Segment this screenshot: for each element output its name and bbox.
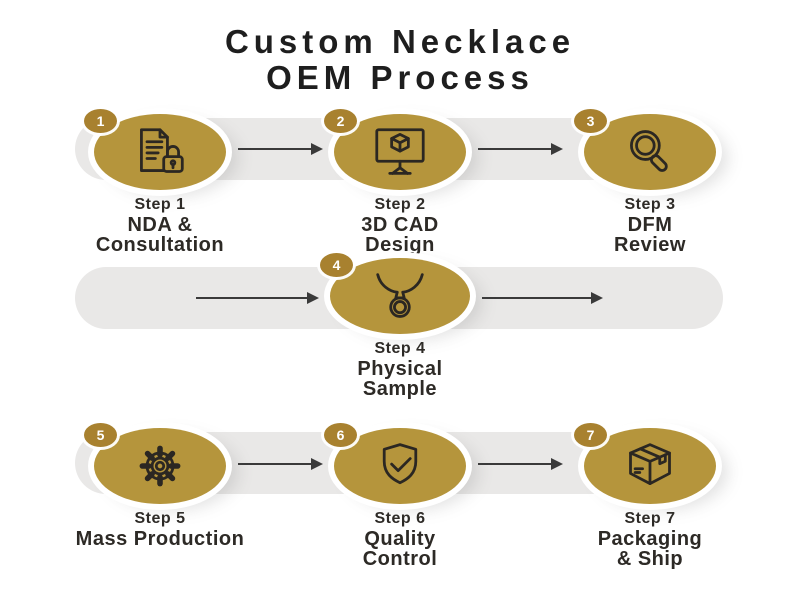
step-desc-line: Quality [364, 528, 436, 550]
step-desc-line: NDA & [127, 214, 193, 236]
step-1: 1 Step 1 NDA & Consultation [45, 109, 275, 255]
necklace-pendant-icon [370, 270, 430, 322]
step-5-caption: Step 5 Mass Production [76, 509, 245, 549]
step-desc-line: Packaging [597, 528, 703, 550]
step-3-circle: 3 [574, 109, 716, 190]
flow-arrow-5-6 [238, 457, 323, 470]
step-5-circle: 5 [84, 423, 226, 504]
step-5: 5 [45, 423, 275, 549]
step-6-circle: 6 [324, 423, 466, 504]
step-desc-line: Sample [362, 378, 438, 400]
step-desc-line: Consultation [95, 234, 225, 256]
shield-check-icon [370, 440, 430, 492]
step-5-number-badge: 5 [84, 423, 117, 447]
step-1-caption: Step 1 NDA & Consultation [96, 195, 224, 255]
step-2-number-badge: 2 [324, 109, 357, 133]
step-desc-line: 3D CAD [361, 214, 439, 236]
step-2-circle: 2 [324, 109, 466, 190]
step-1-circle: 1 [84, 109, 226, 190]
step-7-circle: 7 [574, 423, 716, 504]
flow-arrow-1-2 [238, 142, 323, 155]
diagram-title-line1: Custom Necklace [224, 23, 576, 60]
package-box-icon [620, 440, 680, 492]
step-desc-line: Mass Production [75, 528, 245, 550]
step-desc-line: Review [614, 234, 686, 256]
step-desc-line: Design [365, 234, 435, 256]
step-2-caption: Step 2 3D CAD Design [361, 195, 438, 255]
gear-icon [130, 440, 190, 492]
step-4: 4 Step 4 Physical Sample [285, 253, 515, 399]
step-desc-line: Control [362, 548, 438, 570]
step-4-caption: Step 4 Physical Sample [357, 339, 442, 399]
step-3-number-badge: 3 [574, 109, 607, 133]
step-desc-line: & Ship [616, 548, 684, 570]
step-6: 6 Step 6 Quality Control [285, 423, 515, 569]
step-desc-line: DFM [627, 214, 673, 236]
step-2: 2 Step 2 3D CAD Design [285, 109, 515, 255]
flow-arrow-6-7 [478, 457, 563, 470]
flow-arrow-2-3 [478, 142, 563, 155]
step-desc-line: Physical [357, 358, 443, 380]
diagram-title: Custom Necklace OEM Process [0, 24, 800, 96]
step-label: Step 1 [134, 196, 186, 213]
step-3: 3 Step 3 DFM Review [535, 109, 765, 255]
diagram-title-line2: OEM Process [266, 59, 534, 96]
step-label: Step 7 [624, 510, 676, 527]
document-lock-icon [130, 126, 190, 178]
step-7-caption: Step 7 Packaging & Ship [598, 509, 703, 569]
step-6-number-badge: 6 [324, 423, 357, 447]
step-6-caption: Step 6 Quality Control [363, 509, 438, 569]
step-label: Step 6 [374, 510, 426, 527]
step-1-number-badge: 1 [84, 109, 117, 133]
step-7-number-badge: 7 [574, 423, 607, 447]
flow-arrow-into-4 [196, 291, 319, 304]
step-label: Step 2 [374, 196, 426, 213]
monitor-3d-cube-icon [370, 126, 430, 178]
step-7: 7 Step 7 Packaging & Ship [535, 423, 765, 569]
step-4-number-badge: 4 [320, 253, 353, 277]
step-4-circle: 4 [320, 253, 470, 334]
flow-arrow-out-of-4 [482, 291, 603, 304]
step-label: Step 4 [374, 340, 426, 357]
step-label: Step 3 [624, 196, 676, 213]
step-3-caption: Step 3 DFM Review [614, 195, 686, 255]
step-label: Step 5 [134, 510, 186, 527]
magnifier-icon [620, 126, 680, 178]
